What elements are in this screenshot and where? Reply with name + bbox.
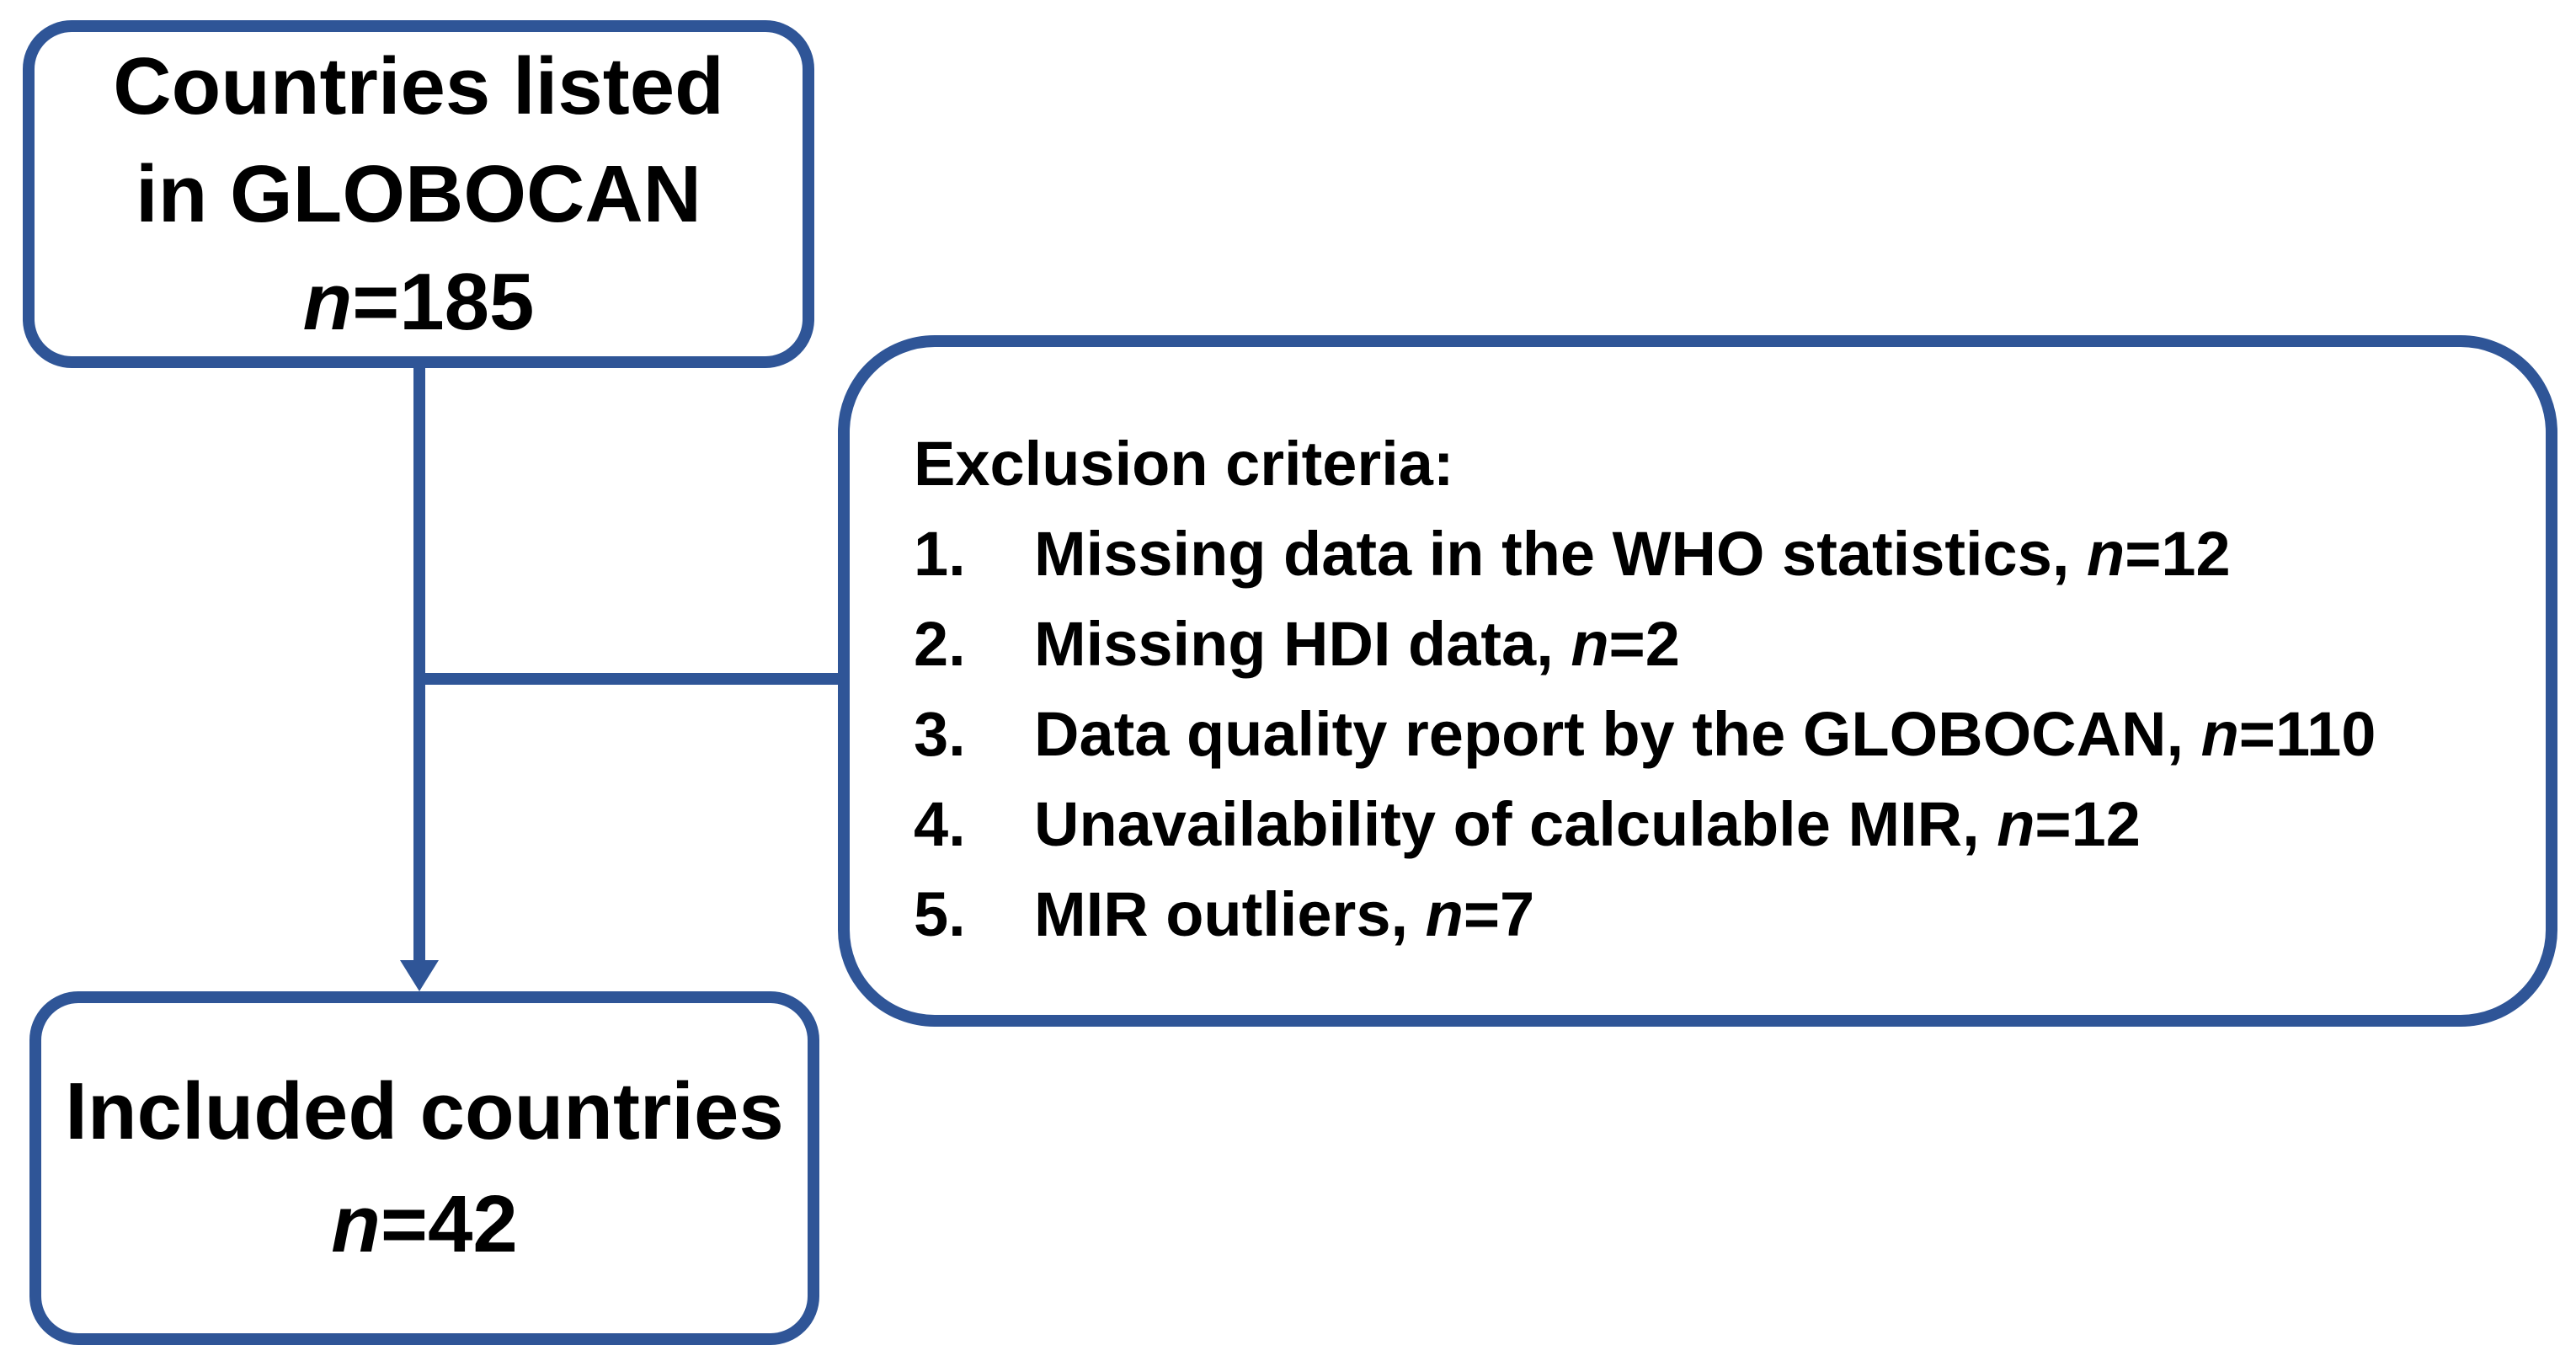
exclusion-item-1-number: 1. — [914, 519, 966, 589]
connector-horizontal-line — [413, 673, 850, 685]
source-box-count: n=185 — [303, 248, 535, 356]
exclusion-item-3-text: Data quality report by the GLOBOCAN, n=1… — [1034, 699, 2376, 769]
exclusion-item-5-text: MIR outliers, n=7 — [1034, 879, 1535, 949]
exclusion-item-3-number: 3. — [914, 699, 966, 769]
source-box-count-n: n — [302, 256, 353, 347]
source-box-count-value: =185 — [352, 256, 535, 347]
exclusion-item-4-number: 4. — [914, 789, 966, 859]
exclusion-item-2: 2. Missing HDI data, n=2 — [914, 599, 2512, 689]
included-box-line-1: Included countries — [65, 1066, 784, 1156]
included-box-count-value: =42 — [380, 1179, 518, 1269]
exclusion-item-1-text: Missing data in the WHO statistics, n=12 — [1034, 519, 2231, 589]
exclusion-item-5-number: 5. — [914, 879, 966, 949]
exclusion-item-4-text: Unavailability of calculable MIR, n=12 — [1034, 789, 2141, 859]
exclusion-item-3: 3. Data quality report by the GLOBOCAN, … — [914, 689, 2512, 779]
exclusion-item-2-number: 2. — [914, 609, 966, 679]
exclusion-box: Exclusion criteria: 1. Missing data in t… — [838, 335, 2557, 1027]
exclusion-item-4: 4. Unavailability of calculable MIR, n=1… — [914, 779, 2512, 869]
exclusion-heading: Exclusion criteria: — [914, 429, 1454, 499]
included-box: Included countries n=42 — [29, 991, 819, 1345]
source-box: Countries listed in GLOBOCAN n=185 — [23, 20, 814, 368]
arrowhead-down-icon — [400, 960, 439, 991]
exclusion-item-5: 5. MIR outliers, n=7 — [914, 869, 2512, 959]
included-box-count-n: n — [331, 1179, 381, 1269]
connector-vertical-line — [413, 363, 425, 961]
source-box-line-2: in GLOBOCAN — [136, 148, 701, 239]
source-box-line-1: Countries listed — [113, 40, 724, 131]
exclusion-item-2-text: Missing HDI data, n=2 — [1034, 609, 1680, 679]
exclusion-item-1: 1. Missing data in the WHO statistics, n… — [914, 509, 2512, 599]
included-box-count: n=42 — [331, 1168, 517, 1281]
